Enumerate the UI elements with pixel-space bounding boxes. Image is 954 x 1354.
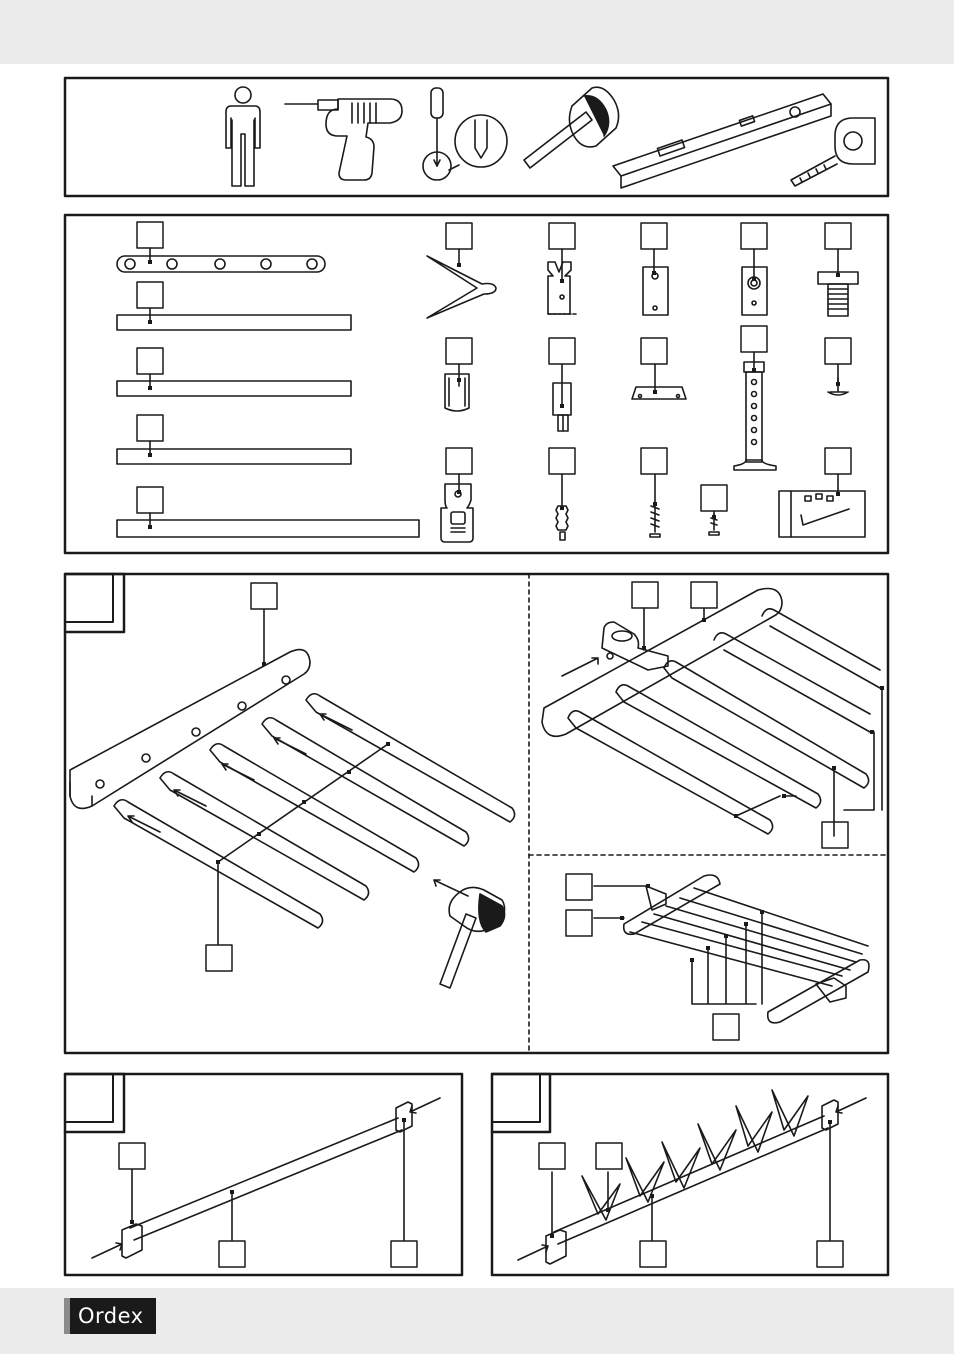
- hooks-mounted-label-boxes: [538, 1142, 844, 1268]
- rack-bracket-view: [541, 587, 883, 837]
- end-cap-part: [440, 473, 474, 543]
- completed-rack-label-boxes: [565, 873, 740, 1041]
- wall-plug-part: [555, 473, 569, 541]
- hooks-mounted-view: [517, 1089, 867, 1265]
- person-icon: [225, 86, 261, 187]
- knob-screw-part: [817, 248, 859, 317]
- bottom-band: [0, 1288, 954, 1354]
- hook-part: [426, 248, 497, 319]
- spirit-level-icon: [612, 93, 832, 189]
- clamp-part: [631, 363, 687, 400]
- allen-key-bag-part: [778, 473, 866, 538]
- completed-rack-view: [593, 874, 870, 1024]
- plate-round-hole-part: [741, 248, 768, 316]
- rail-mounted-label-boxes: [118, 1142, 418, 1268]
- parts-panel: [63, 213, 890, 555]
- logo-text: Ordex: [78, 1304, 144, 1328]
- mallet-icon: [523, 86, 620, 169]
- logo-bar: [64, 1298, 70, 1334]
- rack-bracket-label-boxes: [631, 581, 849, 849]
- bars: [116, 307, 420, 538]
- tape-measure-icon: [790, 117, 876, 187]
- step-mount-hooks-panel: [490, 1072, 890, 1277]
- telescopic-stand-part: [733, 351, 777, 471]
- plate-part: [642, 248, 669, 316]
- short-screw-part: [708, 510, 720, 536]
- drill-icon: [284, 98, 403, 181]
- part-pointer-dots: [148, 260, 840, 529]
- step-assemble-panel: [63, 572, 890, 1055]
- rail-mounted-view: [91, 1097, 441, 1259]
- sleeve-part: [444, 363, 470, 412]
- screwdriver-icon: [422, 87, 508, 181]
- step-pointer-dots: [130, 618, 884, 1238]
- rack-assembly-left: [69, 609, 516, 945]
- screw-part: [649, 473, 661, 538]
- clip-bracket-part: [547, 248, 577, 315]
- plug-part: [552, 363, 572, 432]
- tools-panel: [63, 76, 890, 198]
- top-band: [0, 0, 954, 64]
- step-mount-rail-panel: [63, 1072, 464, 1277]
- stopper-part: [827, 363, 849, 396]
- rail-with-holes: [116, 247, 326, 273]
- brand-logo: Ordex: [64, 1298, 156, 1334]
- mallet-step1: [433, 879, 506, 989]
- step1-label-boxes: [205, 582, 278, 972]
